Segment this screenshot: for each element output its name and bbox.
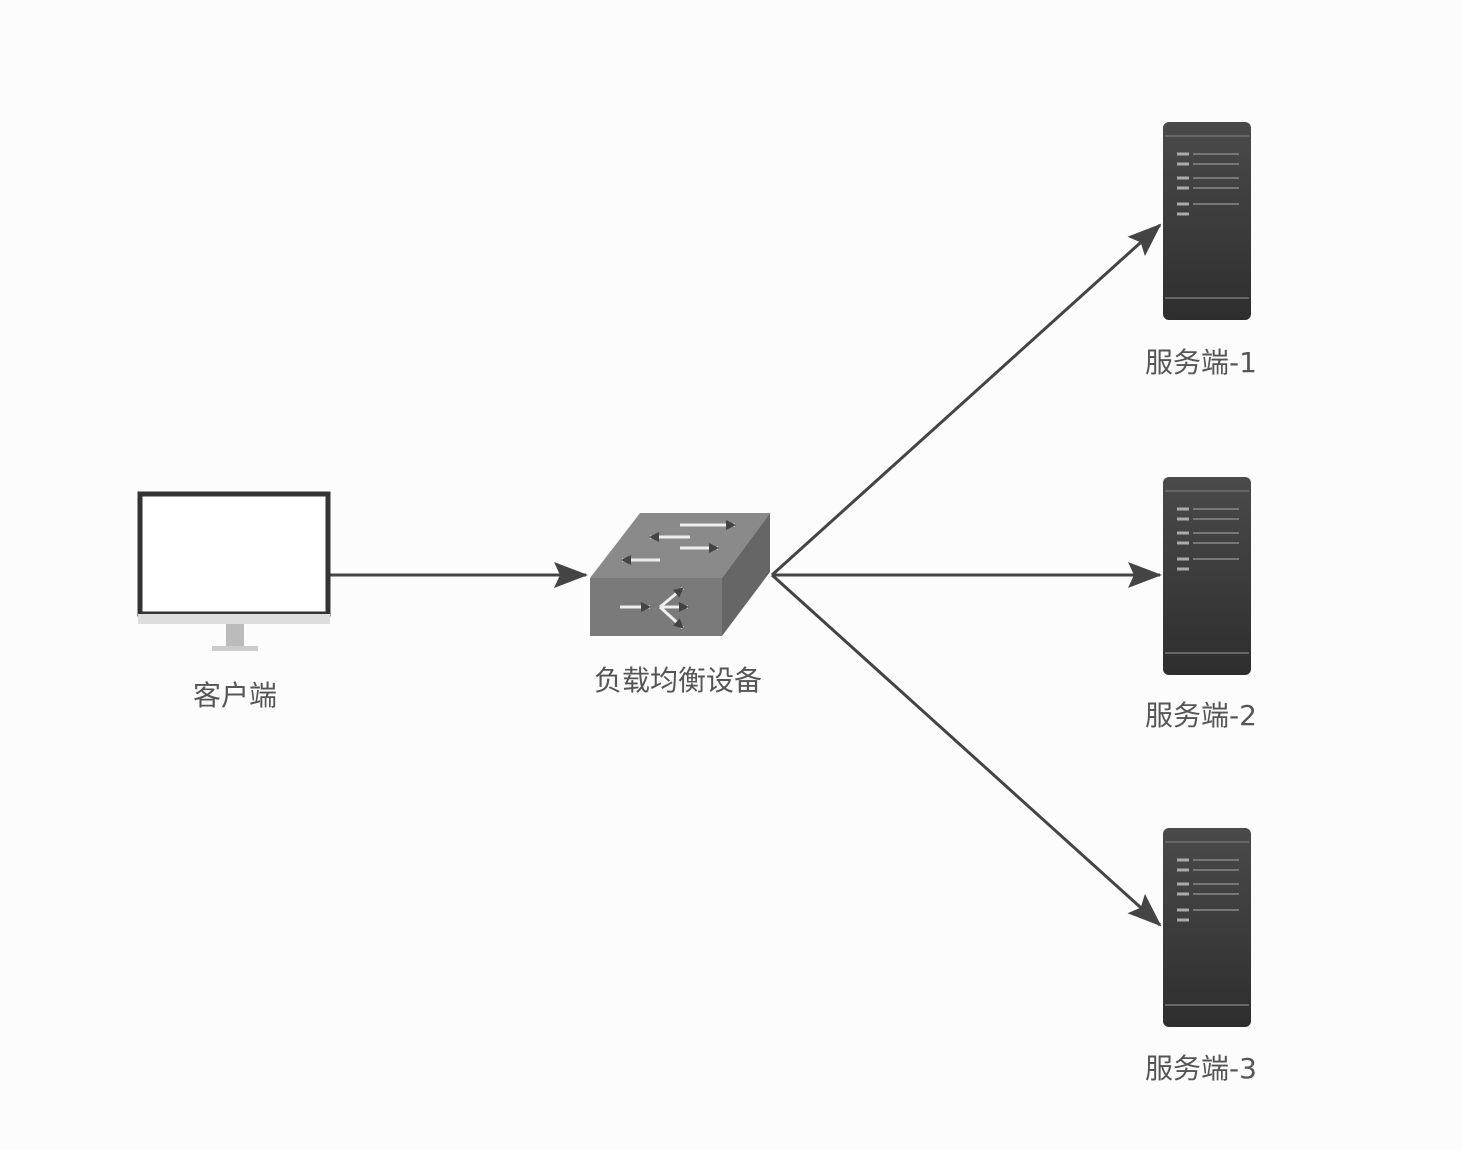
edge-balancer-to-server-1: [770, 223, 1162, 577]
edge-balancer-to-server-3: [770, 573, 1162, 927]
server-1-label: 服务端-1: [1145, 346, 1257, 379]
switch-icon: [590, 513, 770, 636]
load-balancer-label: 负载均衡设备: [594, 664, 762, 697]
server-2-label: 服务端-2: [1145, 699, 1257, 732]
server-1: [1163, 122, 1251, 320]
server-2: [1163, 477, 1251, 675]
server-icon: [1163, 477, 1251, 675]
server-icon: [1163, 828, 1251, 1027]
client-label: 客户端: [193, 679, 277, 712]
server-3-label: 服务端-3: [1145, 1052, 1257, 1085]
monitor-icon: [137, 491, 331, 651]
server-icon: [1163, 122, 1251, 320]
server-3: [1163, 828, 1251, 1027]
